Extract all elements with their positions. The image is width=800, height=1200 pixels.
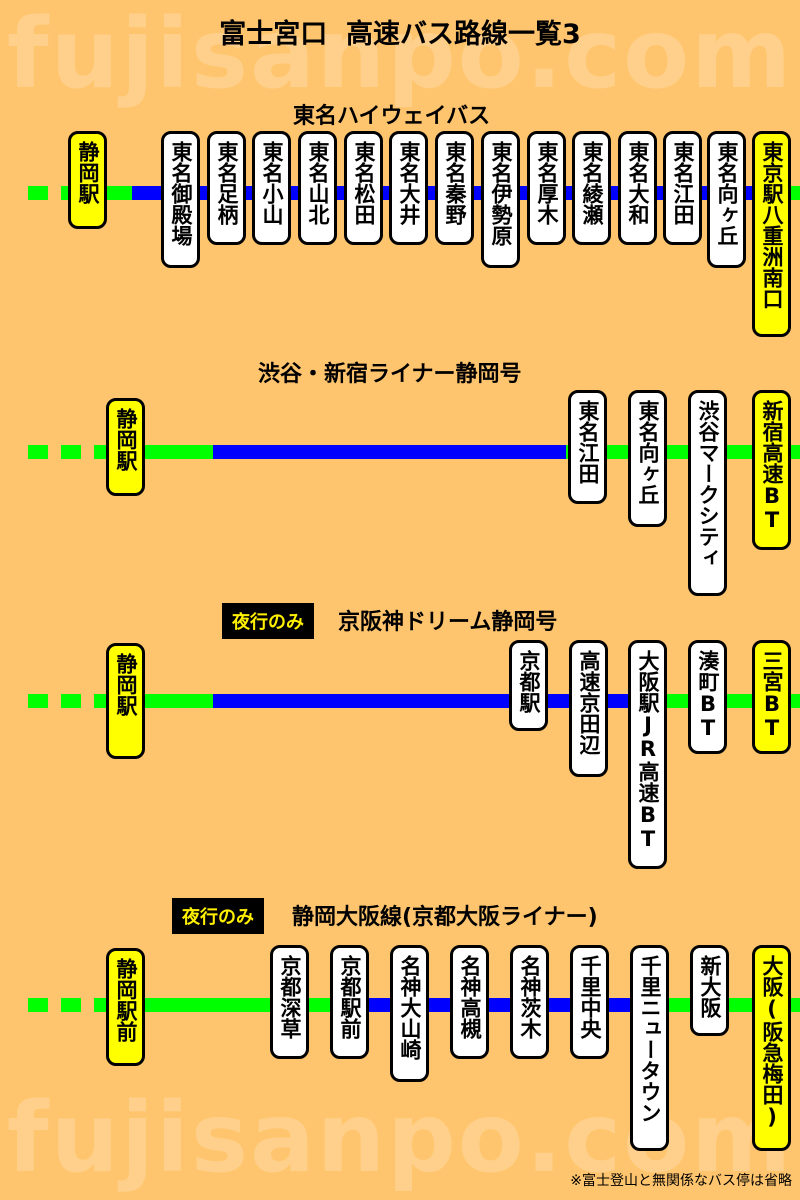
bus-stop: 東名厚木 (527, 131, 566, 245)
bus-stop: 東名山北 (298, 131, 337, 245)
bus-stop: 名神大山崎 (390, 945, 429, 1082)
terminal-stop: 東京駅八重洲南口 (752, 131, 791, 337)
bus-stop: 渋谷マークシティ (688, 390, 727, 596)
origin-stop: 静岡駅 (68, 131, 107, 229)
line-dash (61, 998, 81, 1012)
origin-stop: 静岡駅前 (106, 948, 145, 1066)
line-segment-blue (213, 445, 566, 459)
line-dash (61, 694, 81, 708)
terminal-stop: 大阪(阪急梅田) (752, 945, 791, 1151)
bus-stop: 東名向ヶ丘 (628, 390, 667, 527)
line-dash (28, 998, 48, 1012)
route-title: 東名ハイウェイバス (293, 104, 491, 129)
bus-stop: 東名小山 (252, 131, 291, 245)
bus-stop: 京都深草 (270, 945, 309, 1059)
bus-stop: 東名江田 (568, 390, 607, 504)
line-segment-blue (213, 694, 628, 708)
line-segment-blue (368, 998, 630, 1012)
bus-stop: 名神高槻 (450, 945, 489, 1059)
bus-stop: 京都駅前 (330, 945, 369, 1059)
bus-stop: 東名綾瀬 (572, 131, 611, 245)
line-segment-green (100, 186, 132, 200)
bus-stop: 千里中央 (570, 945, 609, 1059)
bus-stop: 東名御殿場 (161, 131, 200, 268)
bus-stop: 東名伊勢原 (481, 131, 520, 268)
bus-stop: 新大阪 (690, 945, 729, 1036)
bus-stop: 高速京田辺 (569, 640, 608, 777)
bus-stop: 京都駅 (509, 640, 548, 731)
line-dash (28, 694, 48, 708)
route-title: 静岡大阪線(京都大阪ライナー) (292, 905, 598, 930)
line-dash (28, 445, 48, 459)
bus-stop: 東名向ヶ丘 (707, 131, 746, 268)
route-title: 渋谷・新宿ライナー静岡号 (258, 362, 522, 387)
origin-stop: 静岡駅 (106, 398, 145, 496)
bus-stop: 東名松田 (344, 131, 383, 245)
terminal-stop: 新宿高速BT (752, 390, 791, 550)
bus-stop: 東名江田 (663, 131, 702, 245)
bus-stop: 東名大井 (389, 131, 428, 245)
night-only-badge: 夜行のみ (172, 898, 264, 934)
origin-stop: 静岡駅 (106, 643, 145, 759)
bus-stop: 東名大和 (618, 131, 657, 245)
bus-stop: 大阪駅JR高速BT (628, 640, 667, 869)
night-only-badge: 夜行のみ (222, 603, 314, 639)
route-title: 京阪神ドリーム静岡号 (338, 610, 558, 635)
bus-stop: 東名秦野 (435, 131, 474, 245)
bus-stop: 千里ニュータウン (630, 945, 669, 1151)
footnote: ※富士登山と無関係なバス停は省略 (570, 1173, 792, 1189)
line-dash (61, 445, 81, 459)
page-title: 富士宮口 高速バス路線一覧3 (219, 19, 581, 50)
watermark-top: fujisanpo.com (6, 0, 794, 110)
terminal-stop: 三宮BT (752, 640, 791, 754)
line-dash (28, 186, 48, 200)
bus-stop: 湊町BT (688, 640, 727, 754)
bus-stop: 名神茨木 (510, 945, 549, 1059)
bus-stop: 東名足柄 (207, 131, 246, 245)
